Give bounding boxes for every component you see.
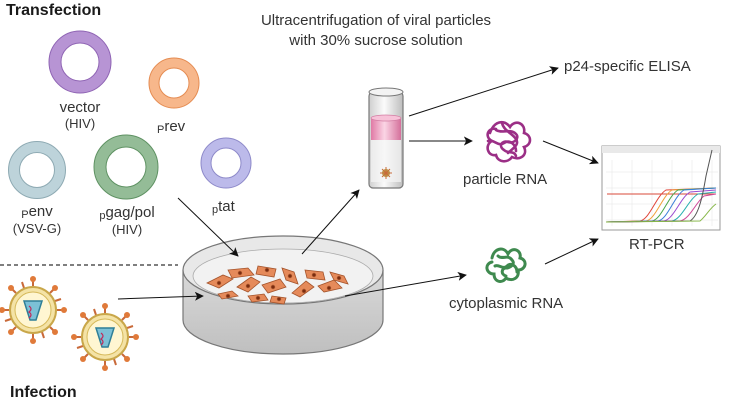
plasmid-ring-icon-rev	[148, 57, 200, 109]
plasmid-ring-icon-gagpol	[93, 134, 159, 200]
arrow-icon-cytoplasmic-to-pcr	[544, 238, 599, 265]
plasmid-sub-vector: (HIV)	[64, 116, 96, 131]
plasmid-label-rev: Prev	[157, 118, 186, 136]
plasmid-ring-icon-tat	[200, 137, 252, 189]
rna-squiggle-icon-cytoplasmic	[485, 247, 527, 283]
centrifuge-tube-icon	[368, 87, 404, 189]
virus-icon-1	[0, 276, 67, 344]
arrow-icon-dish-to-tube	[301, 189, 360, 255]
elisa-label: p24-specific ELISA	[564, 58, 691, 75]
arrow-icons	[117, 66, 599, 301]
arrow-icon-plasmids-to-dish	[177, 197, 239, 257]
plasmid-label-vector: vector (HIV)	[48, 99, 112, 131]
arrow-icon-dish-to-cytoplasmic	[344, 271, 467, 297]
plasmid-ring-icon-env	[8, 141, 66, 199]
rtpcr-label: RT-PCR	[629, 236, 685, 253]
infection-heading: Infection	[10, 384, 77, 401]
petri-dish-icon	[182, 235, 384, 355]
ultracentrifugation-label: Ultracentrifugation of viral particles w…	[260, 12, 492, 49]
arrow-icon-rna-to-pcr	[542, 140, 599, 165]
plasmid-sub-env: (VSV-G)	[12, 221, 62, 236]
plasmid-name-vector: vector	[59, 99, 101, 116]
virus-icon-2	[71, 303, 139, 371]
plasmid-ring-icon-vector	[48, 30, 112, 94]
pcr-plot-icon	[601, 145, 721, 231]
transfection-heading: Transfection	[6, 2, 102, 19]
arrow-icon-virus-to-dish	[117, 291, 204, 301]
plasmid-label-gagpol: pgag/pol (HIV)	[86, 204, 168, 237]
plasmid-label-env: Penv (VSV-G)	[2, 203, 72, 236]
arrow-icon-tube-to-elisa	[408, 66, 559, 117]
cytoplasmic-rna-label: cytoplasmic RNA	[449, 295, 564, 312]
particle-rna-label: particle RNA	[463, 171, 548, 188]
plasmid-label-tat: ptat	[212, 198, 235, 216]
plasmid-sub-gagpol: (HIV)	[111, 222, 143, 237]
rna-squiggle-icon-particle	[486, 120, 532, 163]
